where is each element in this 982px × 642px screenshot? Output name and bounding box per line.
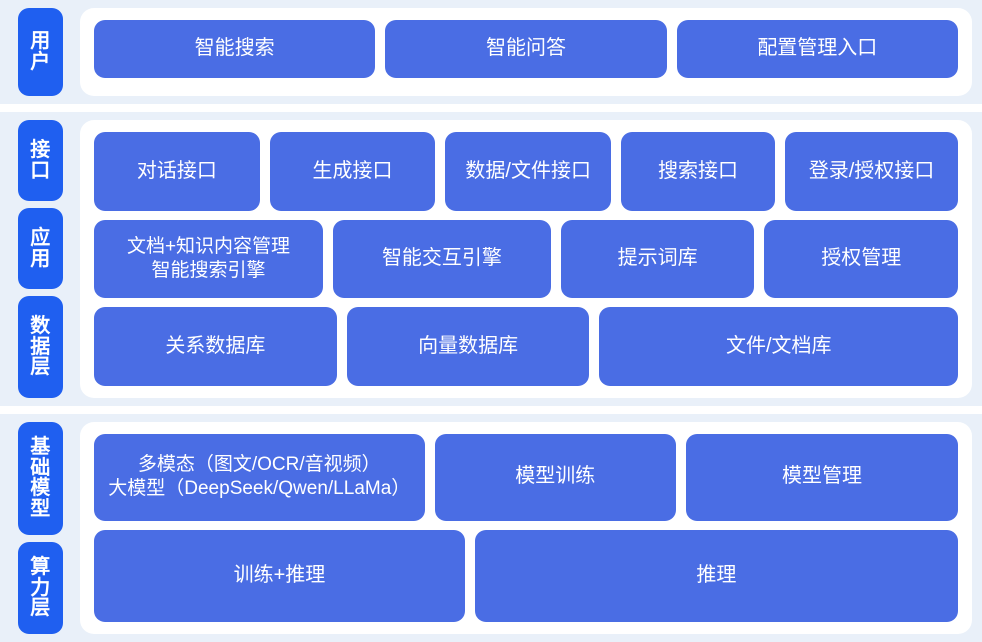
panel-user: 智能搜索 智能问答 配置管理入口: [80, 8, 972, 96]
box-dialog-interface[interactable]: 对话接口: [94, 132, 260, 211]
box-relational-database[interactable]: 关系数据库: [94, 307, 337, 387]
layer-label-user: 用户: [18, 8, 63, 96]
panel-base: 多模态（图文/OCR/音视频） 大模型（DeepSeek/Qwen/LLaMa）…: [80, 422, 972, 634]
layer-label-user-text: 用户: [30, 30, 51, 73]
box-authorization-management[interactable]: 授权管理: [764, 219, 958, 299]
layer-label-rail-middle: 接口 应用 数据层: [0, 112, 80, 406]
section-base: 基础模型 算力层 多模态（图文/OCR/音视频） 大模型（DeepSeek/Qw…: [0, 414, 982, 642]
box-vector-database[interactable]: 向量数据库: [346, 307, 590, 387]
box-doc-knowledge-management[interactable]: 文档+知识内容管理 智能搜索引擎: [94, 219, 324, 299]
row-compute: 训练+推理 推理: [94, 529, 958, 622]
layer-label-rail-base: 基础模型 算力层: [0, 414, 80, 642]
box-config-management-entry[interactable]: 配置管理入口: [676, 20, 958, 78]
panel-middle: 对话接口 生成接口 数据/文件接口 搜索接口 登录/授权接口 文档+知识内容管理…: [80, 120, 972, 398]
layer-label-compute-text: 算力层: [30, 555, 51, 620]
layer-label-foundation-model: 基础模型: [18, 422, 63, 535]
layer-label-data-text: 数据层: [30, 314, 51, 379]
row-applications: 文档+知识内容管理 智能搜索引擎 智能交互引擎 提示词库 授权管理: [94, 219, 958, 299]
layer-label-foundation-model-text: 基础模型: [30, 435, 51, 521]
box-prompt-library[interactable]: 提示词库: [560, 219, 755, 299]
layer-label-compute: 算力层: [18, 541, 63, 635]
layer-label-application: 应用: [18, 208, 63, 290]
row-data-stores: 关系数据库 向量数据库 文件/文档库: [94, 307, 959, 387]
box-search-interface[interactable]: 搜索接口: [621, 132, 776, 211]
box-model-training[interactable]: 模型训练: [434, 434, 676, 521]
layer-label-interface: 接口: [18, 120, 63, 202]
box-model-management[interactable]: 模型管理: [686, 434, 958, 521]
layer-label-rail-user: 用户: [0, 0, 80, 104]
box-inference[interactable]: 推理: [474, 529, 958, 622]
box-smart-interaction-engine[interactable]: 智能交互引擎: [333, 219, 551, 299]
box-smart-search[interactable]: 智能搜索: [94, 20, 376, 78]
box-file-document-store[interactable]: 文件/文档库: [599, 307, 959, 387]
layer-label-data: 数据层: [18, 296, 63, 398]
row-user-entries: 智能搜索 智能问答 配置管理入口: [94, 20, 958, 84]
row-interfaces: 对话接口 生成接口 数据/文件接口 搜索接口 登录/授权接口: [94, 132, 958, 211]
row-models: 多模态（图文/OCR/音视频） 大模型（DeepSeek/Qwen/LLaMa）…: [94, 434, 958, 521]
box-data-file-interface[interactable]: 数据/文件接口: [445, 132, 612, 211]
box-login-auth-interface[interactable]: 登录/授权接口: [785, 132, 958, 211]
layer-label-interface-text: 接口: [30, 138, 51, 182]
layer-label-application-text: 应用: [30, 226, 51, 270]
section-middle: 接口 应用 数据层 对话接口 生成接口 数据/文件接口 搜索接口 登录/授权接口…: [0, 112, 982, 406]
box-smart-qa[interactable]: 智能问答: [385, 20, 667, 78]
box-multimodal-large-model[interactable]: 多模态（图文/OCR/音视频） 大模型（DeepSeek/Qwen/LLaMa）: [94, 434, 425, 521]
box-generation-interface[interactable]: 生成接口: [269, 132, 436, 211]
section-user: 用户 智能搜索 智能问答 配置管理入口: [0, 0, 982, 104]
box-training-and-inference[interactable]: 训练+推理: [94, 529, 465, 622]
